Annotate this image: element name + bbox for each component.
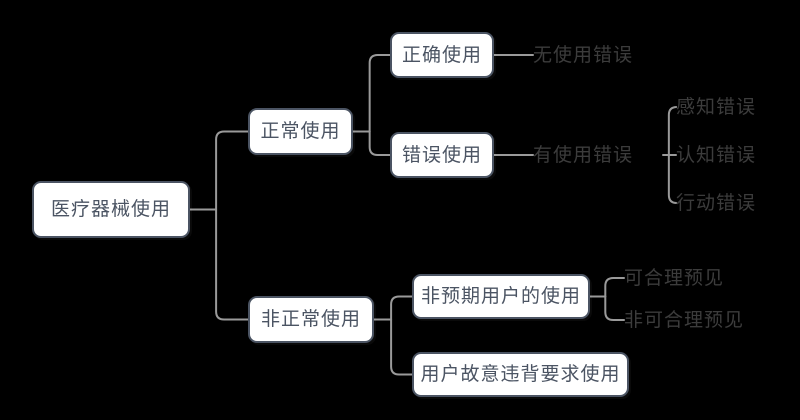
node-wrong-use[interactable]: 错误使用 [390,132,494,178]
node-reasonably-foreseeable[interactable]: 可合理预见 [624,265,754,291]
node-label: 非可合理预见 [624,308,745,331]
node-label: 医疗器械使用 [50,198,171,220]
node-label: 非预期用户的使用 [420,285,581,307]
node-label: 非正常使用 [260,308,361,330]
node-label: 行动错误 [676,191,757,214]
node-label: 感知错误 [676,95,757,118]
node-action-error[interactable]: 行动错误 [676,190,786,216]
node-not-reasonably-foreseeable[interactable]: 非可合理预见 [624,307,776,333]
connector-unintended-user-use-to-not-reasonably-foreseeable [604,295,625,321]
node-no-use-error[interactable]: 无使用错误 [533,42,663,68]
connector-unintended-user-use-to-reasonably-foreseeable [604,277,625,298]
node-label: 正常使用 [260,120,341,142]
node-cognition-error[interactable]: 认知错误 [676,142,786,168]
connector-abnormal-use-to-deliberate-violation-use [390,318,413,376]
node-perception-error[interactable]: 感知错误 [676,94,786,120]
connector-normal-use-to-correct-use [368,54,391,133]
node-label: 有使用错误 [533,143,634,166]
connector-normal-use-to-wrong-use [368,130,391,156]
node-abnormal-use[interactable]: 非正常使用 [248,296,374,343]
node-label: 可合理预见 [624,266,725,289]
node-correct-use[interactable]: 正确使用 [390,32,494,78]
node-label: 用户故意违背要求使用 [420,363,621,385]
node-label: 正确使用 [401,43,482,66]
connector-root-to-abnormal-use [215,208,249,321]
node-label: 错误使用 [401,143,482,166]
node-normal-use[interactable]: 正常使用 [248,108,353,155]
node-has-use-error[interactable]: 有使用错误 [533,142,663,168]
node-deliberate-violation-use[interactable]: 用户故意违背要求使用 [412,352,629,397]
node-unintended-user-use[interactable]: 非预期用户的使用 [412,274,590,319]
node-root[interactable]: 医疗器械使用 [32,181,190,238]
node-label: 认知错误 [676,143,757,166]
node-label: 无使用错误 [533,43,634,66]
connector-abnormal-use-to-unintended-user-use [390,295,413,321]
connector-root-to-normal-use [215,130,249,211]
